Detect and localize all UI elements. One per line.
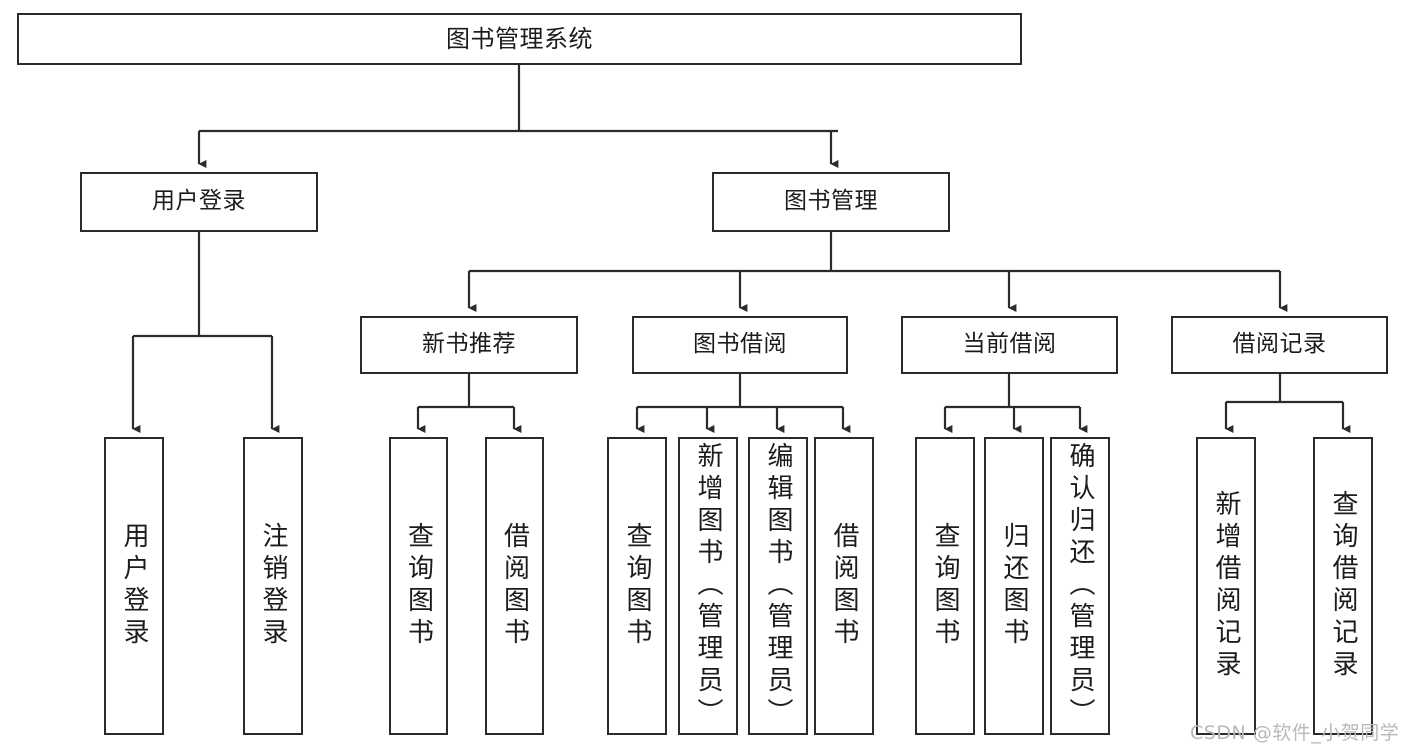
edge-new-book-rec-to-leaves xyxy=(416,374,522,434)
node-label-current-borrow: 当前借阅 xyxy=(962,331,1057,358)
node-label-leaf-add-book: 新增图书（管理员） xyxy=(693,442,723,730)
node-new-book-rec[interactable]: 新书推荐 xyxy=(360,316,578,374)
node-label-book-borrow: 图书借阅 xyxy=(693,331,787,358)
node-label-leaf-confirm-return: 确认归还（管理员） xyxy=(1065,442,1095,730)
node-leaf-add-book[interactable]: 新增图书（管理员） xyxy=(678,437,738,735)
node-leaf-confirm-return[interactable]: 确认归还（管理员） xyxy=(1050,437,1110,735)
edge-current-borrow-to-leaves xyxy=(943,374,1088,434)
node-label-leaf-add-record: 新增借阅记录 xyxy=(1211,490,1241,682)
node-label-leaf-query-book-3: 查询图书 xyxy=(930,522,960,650)
node-root[interactable]: 图书管理系统 xyxy=(17,13,1022,65)
node-label-root: 图书管理系统 xyxy=(446,24,593,53)
node-leaf-query-record[interactable]: 查询借阅记录 xyxy=(1313,437,1373,735)
edge-borrow-record-to-leaves xyxy=(1224,374,1351,434)
edge-root-to-level2 xyxy=(197,65,839,169)
node-label-leaf-query-book-2: 查询图书 xyxy=(622,522,652,650)
node-leaf-user-login[interactable]: 用户登录 xyxy=(104,437,164,735)
node-leaf-borrow-book-2[interactable]: 借阅图书 xyxy=(814,437,874,735)
node-label-borrow-record: 借阅记录 xyxy=(1232,331,1327,358)
node-leaf-query-book-3[interactable]: 查询图书 xyxy=(915,437,975,735)
node-leaf-edit-book[interactable]: 编辑图书（管理员） xyxy=(748,437,808,735)
node-label-book-manage: 图书管理 xyxy=(784,188,878,215)
node-leaf-borrow-book-1[interactable]: 借阅图书 xyxy=(485,437,544,735)
node-label-leaf-query-book-1: 查询图书 xyxy=(403,522,434,650)
edge-book-manage-to-level3 xyxy=(467,232,1288,313)
node-leaf-logout[interactable]: 注销登录 xyxy=(243,437,303,735)
node-book-borrow[interactable]: 图书借阅 xyxy=(632,316,848,374)
node-label-leaf-borrow-book-2: 借阅图书 xyxy=(829,522,859,650)
node-current-borrow[interactable]: 当前借阅 xyxy=(901,316,1118,374)
node-leaf-return-book[interactable]: 归还图书 xyxy=(984,437,1044,735)
node-label-leaf-query-record: 查询借阅记录 xyxy=(1328,490,1358,682)
node-book-manage[interactable]: 图书管理 xyxy=(712,172,950,232)
node-leaf-query-book-1[interactable]: 查询图书 xyxy=(389,437,448,735)
node-label-leaf-edit-book: 编辑图书（管理员） xyxy=(763,442,793,730)
edge-book-borrow-to-leaves xyxy=(635,374,851,434)
node-leaf-add-record[interactable]: 新增借阅记录 xyxy=(1196,437,1256,735)
node-label-leaf-logout: 注销登录 xyxy=(258,522,288,650)
node-label-new-book-rec: 新书推荐 xyxy=(422,331,516,358)
node-label-leaf-user-login: 用户登录 xyxy=(119,522,149,650)
node-label-user-login: 用户登录 xyxy=(152,188,246,215)
edge-user-login-to-leaves xyxy=(131,232,280,434)
node-user-login[interactable]: 用户登录 xyxy=(80,172,318,232)
node-leaf-query-book-2[interactable]: 查询图书 xyxy=(607,437,667,735)
node-label-leaf-borrow-book-1: 借阅图书 xyxy=(499,522,530,650)
node-label-leaf-return-book: 归还图书 xyxy=(999,522,1029,650)
node-borrow-record[interactable]: 借阅记录 xyxy=(1171,316,1388,374)
